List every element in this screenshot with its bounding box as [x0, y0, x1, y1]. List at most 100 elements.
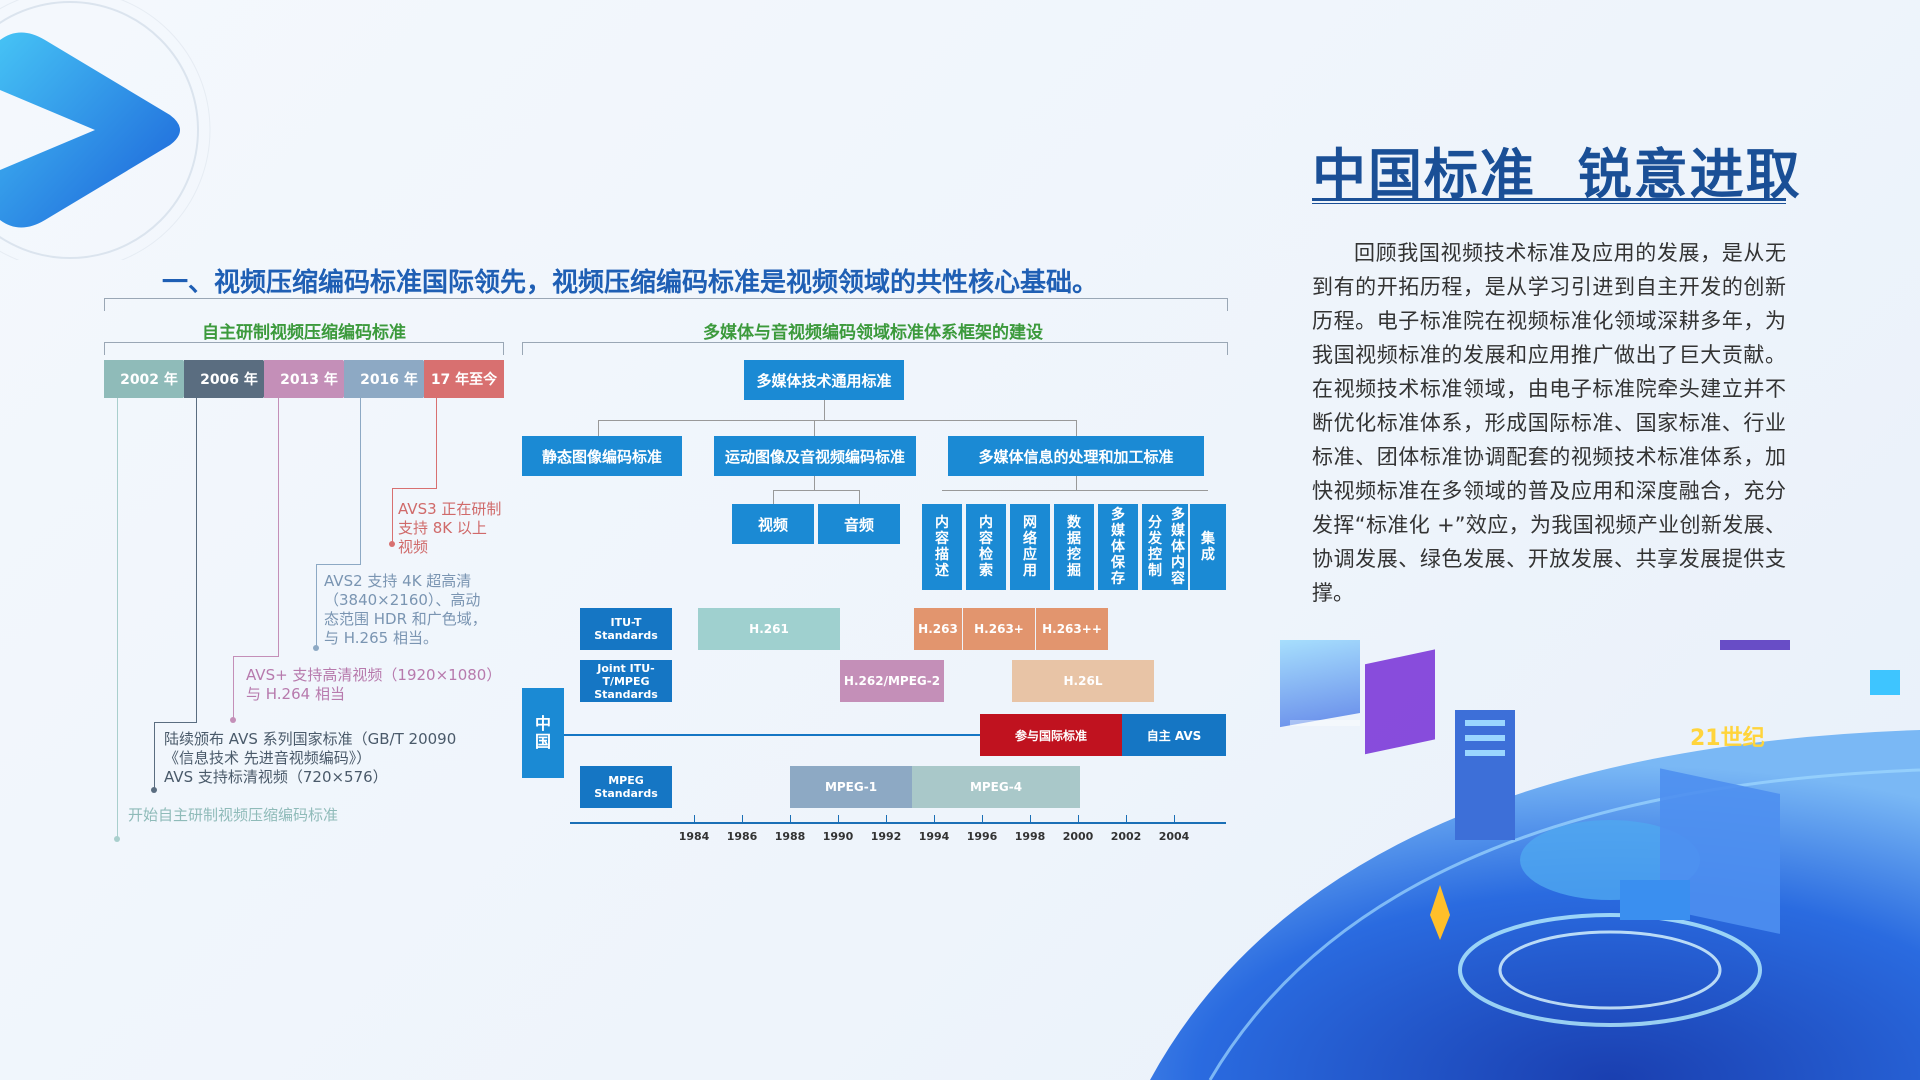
bar-h262: H.262/MPEG-2 — [840, 660, 944, 702]
year-1990: 1990 — [822, 830, 854, 843]
tick-1988 — [790, 815, 791, 822]
tick-1994 — [934, 815, 935, 822]
note-avs-line2: 《信息技术 先进音视频编码》） — [164, 749, 372, 767]
proc-content-search: 内容检索 — [966, 504, 1006, 590]
note-start: 开始自主研制视频压缩编码标准 — [128, 806, 339, 824]
tick-1998 — [1030, 815, 1031, 822]
tick-2002 — [1126, 815, 1127, 822]
note-avs-line3: AVS 支持标清视频（720×576） — [164, 768, 388, 786]
right-panel-title: 多媒体与音视频编码领域标准体系框架的建设 — [703, 323, 1043, 343]
year-2002: 2002 — [1110, 830, 1142, 843]
timeline-2017-now: 17 年至今 — [424, 360, 504, 398]
connector-dot-2016 — [313, 645, 319, 651]
connector-2013-h — [233, 656, 279, 657]
bar-h263pp: H.263++ — [1036, 608, 1108, 650]
connector-dot-2013 — [230, 717, 236, 723]
bar-mpeg1: MPEG-1 — [790, 766, 912, 808]
proc-data-mining-label: 数据挖掘 — [1067, 515, 1081, 579]
tree-line-av — [814, 476, 815, 490]
note-avs-plus: AVS+ 支持高清视频（1920×1080） 与 H.264 相当 — [246, 666, 501, 704]
proc-save: 多媒体保存 — [1098, 504, 1138, 590]
year-axis — [570, 822, 1226, 824]
tick-1992 — [886, 815, 887, 822]
china-arrow-line — [564, 734, 984, 736]
year-1986: 1986 — [726, 830, 758, 843]
level1-motion: 运动图像及音视频编码标准 — [714, 436, 916, 476]
tree-line-l1b — [814, 420, 815, 436]
bar-intl: 参与国际标准 — [980, 714, 1122, 756]
right-bracket — [522, 342, 1228, 355]
note-avs-plus-line2: 与 H.264 相当 — [246, 685, 345, 703]
year-1996: 1996 — [966, 830, 998, 843]
proc-content-desc-label: 内容描述 — [935, 515, 949, 579]
note-avs3-line3: 视频 — [398, 538, 429, 556]
proc-media-content: 多媒体内容 — [1168, 504, 1188, 590]
tree-line-av-b — [859, 490, 860, 504]
proc-content-search-label: 内容检索 — [979, 515, 993, 579]
year-1998: 1998 — [1014, 830, 1046, 843]
note-avs2-line4: 与 H.265 相当。 — [324, 629, 438, 647]
tick-2004 — [1174, 815, 1175, 822]
tree-line-l1c — [1076, 420, 1077, 436]
tree-line-av-a — [773, 490, 774, 504]
year-1992: 1992 — [870, 830, 902, 843]
connector-2006 — [196, 398, 197, 722]
bar-h261: H.261 — [698, 608, 840, 650]
bar-mpeg4: MPEG-4 — [912, 766, 1080, 808]
bar-avs: 自主 AVS — [1122, 714, 1226, 756]
year-1988: 1988 — [774, 830, 806, 843]
tick-1984 — [694, 815, 695, 822]
connector-dot-2006 — [151, 787, 157, 793]
tick-1996 — [982, 815, 983, 822]
connector-2016 — [360, 398, 361, 564]
year-2004: 2004 — [1158, 830, 1190, 843]
timeline-2006: 2006 年 — [184, 360, 274, 398]
connector-2002 — [117, 398, 118, 838]
timeline-2016: 2016 年 — [344, 360, 434, 398]
bar-h263p: H.263+ — [963, 608, 1035, 650]
connector-2016-v2 — [316, 564, 317, 648]
tick-2000 — [1078, 815, 1079, 822]
year-1984: 1984 — [678, 830, 710, 843]
china-label: 中国 — [522, 688, 564, 778]
intro-text: 回顾我国视频技术标准及应用的发展，是从无到有的开拓历程，是从学习引进到自主开发的… — [1312, 241, 1786, 605]
level2-video: 视频 — [732, 504, 814, 544]
proc-integration-label: 集成 — [1201, 531, 1215, 563]
timeline-2002: 2002 年 — [104, 360, 194, 398]
proc-media-content-label: 多媒体内容 — [1171, 507, 1185, 587]
note-avs2-line3: 态范围 HDR 和广色域， — [324, 610, 487, 628]
title-underline-thin — [1312, 203, 1786, 204]
tech-city-illustration: 21世纪 — [1150, 640, 1920, 1080]
level1-processing: 多媒体信息的处理和加工标准 — [948, 436, 1204, 476]
connector-dot-2017 — [389, 541, 395, 547]
connector-2013 — [278, 398, 279, 656]
connector-2016-h — [316, 564, 361, 565]
note-avs3-line2: 支持 8K 以上 — [398, 519, 487, 537]
bar-h26l: H.26L — [1012, 660, 1154, 702]
root-box: 多媒体技术通用标准 — [744, 360, 904, 400]
org-mpeg: MPEG Standards — [580, 766, 672, 808]
proc-network-label: 网络应用 — [1023, 515, 1037, 579]
tree-line-proc-h — [942, 490, 1208, 491]
tick-1990 — [838, 815, 839, 822]
level1-static: 静态图像编码标准 — [522, 436, 682, 476]
tree-line-h1 — [598, 420, 1076, 421]
proc-integration: 集成 — [1190, 504, 1226, 590]
proc-network: 网络应用 — [1010, 504, 1050, 590]
section-heading: 一、视频压缩编码标准国际领先，视频压缩编码标准是视频领域的共性核心基础。 — [162, 268, 1099, 298]
connector-2017-h — [392, 488, 437, 489]
note-avs3: AVS3 正在研制 支持 8K 以上 视频 — [398, 500, 501, 557]
left-bracket — [104, 342, 504, 355]
note-avs2-line1: AVS2 支持 4K 超高清 — [324, 572, 472, 590]
play-logo-icon — [0, 0, 211, 260]
timeline-2013: 2013 年 — [264, 360, 354, 398]
note-avs2-line2: （3840×2160）、高动 — [324, 591, 481, 609]
proc-content-desc: 内容描述 — [922, 504, 962, 590]
org-joint: Joint ITU-T/MPEG Standards — [580, 660, 672, 702]
connector-2006-v2 — [154, 722, 155, 790]
tree-line-proc — [1076, 476, 1077, 490]
bar-h263: H.263 — [914, 608, 962, 650]
tree-line-av-h — [773, 490, 859, 491]
year-2000: 2000 — [1062, 830, 1094, 843]
proc-distribution: 分发控制 — [1142, 504, 1168, 590]
